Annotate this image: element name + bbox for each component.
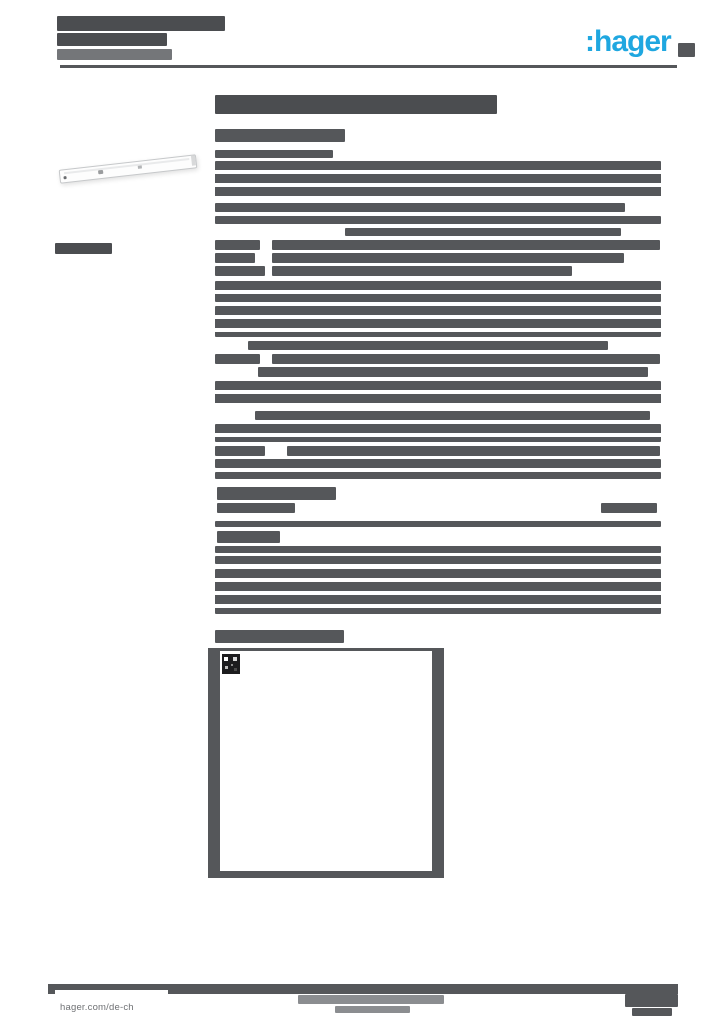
spec-block-2: [215, 306, 661, 337]
spec-value-3: [272, 266, 572, 276]
intro-line-3: [345, 228, 621, 236]
spec-label-3: [215, 266, 265, 276]
intro-line-1: [215, 203, 625, 212]
light-fixture-switch: [97, 169, 104, 175]
spec-line-4: [248, 341, 608, 350]
spec-label-1: [215, 240, 260, 250]
header-title-line-1: [57, 16, 225, 31]
footer-center-text-2: [335, 1006, 410, 1013]
spec-label-2: [215, 253, 255, 263]
spec-line-6: [258, 367, 648, 377]
spec-label-5: [215, 354, 260, 364]
spec-value-8: [287, 446, 660, 456]
footer-center-text-1: [298, 995, 444, 1004]
spec-sublabel-block: [217, 487, 336, 500]
section-2-heading: [215, 630, 344, 643]
spec-block-1: [215, 281, 661, 302]
spec-block-5: [215, 569, 661, 614]
hager-logo: :hager: [585, 25, 672, 58]
spec-block-4: [215, 424, 661, 442]
qr-code-icon: [222, 654, 240, 674]
spec-value-11-right: [601, 503, 657, 513]
spec-value-2: [272, 253, 624, 263]
light-fixture-clip: [137, 165, 143, 169]
footer-url-box: hager.com/de-ch: [55, 990, 168, 1017]
footer-url-link[interactable]: hager.com/de-ch: [60, 1002, 134, 1013]
footer-right-text-1: [625, 994, 678, 1007]
intro-line-2: [215, 216, 661, 224]
margin-section-label: [55, 243, 112, 254]
header-divider: [60, 65, 677, 68]
spec-divider-line: [215, 521, 661, 527]
spec-label-12: [217, 531, 280, 543]
spec-line-9: [215, 459, 661, 468]
spec-label-8: [215, 446, 265, 456]
footer-bar: [48, 984, 678, 994]
spec-label-11: [217, 503, 295, 513]
intro-line-0: [215, 150, 333, 158]
spec-value-5: [272, 354, 660, 364]
intro-block: [215, 161, 661, 199]
header-title-line-2: [57, 33, 167, 46]
spec-line-13: [215, 546, 661, 553]
light-fixture-endcap: [190, 155, 197, 166]
spec-line-7: [255, 411, 650, 420]
section-1-heading: [215, 129, 345, 142]
diagram-box: [208, 648, 444, 878]
footer-right-text-2: [632, 1008, 672, 1016]
hager-logo-text: :hager: [585, 25, 672, 58]
spec-block-3: [215, 381, 661, 407]
product-photo: [57, 146, 199, 194]
light-fixture-body: [58, 154, 198, 184]
logo-suffix-block: [678, 43, 695, 57]
spec-value-1: [272, 240, 660, 250]
doc-title: [215, 95, 497, 114]
header-subtitle: [57, 49, 172, 60]
spec-line-10: [215, 472, 661, 479]
light-fixture-detail: [63, 176, 67, 180]
light-fixture-diffuser: [63, 158, 190, 175]
spec-line-14: [215, 556, 661, 564]
